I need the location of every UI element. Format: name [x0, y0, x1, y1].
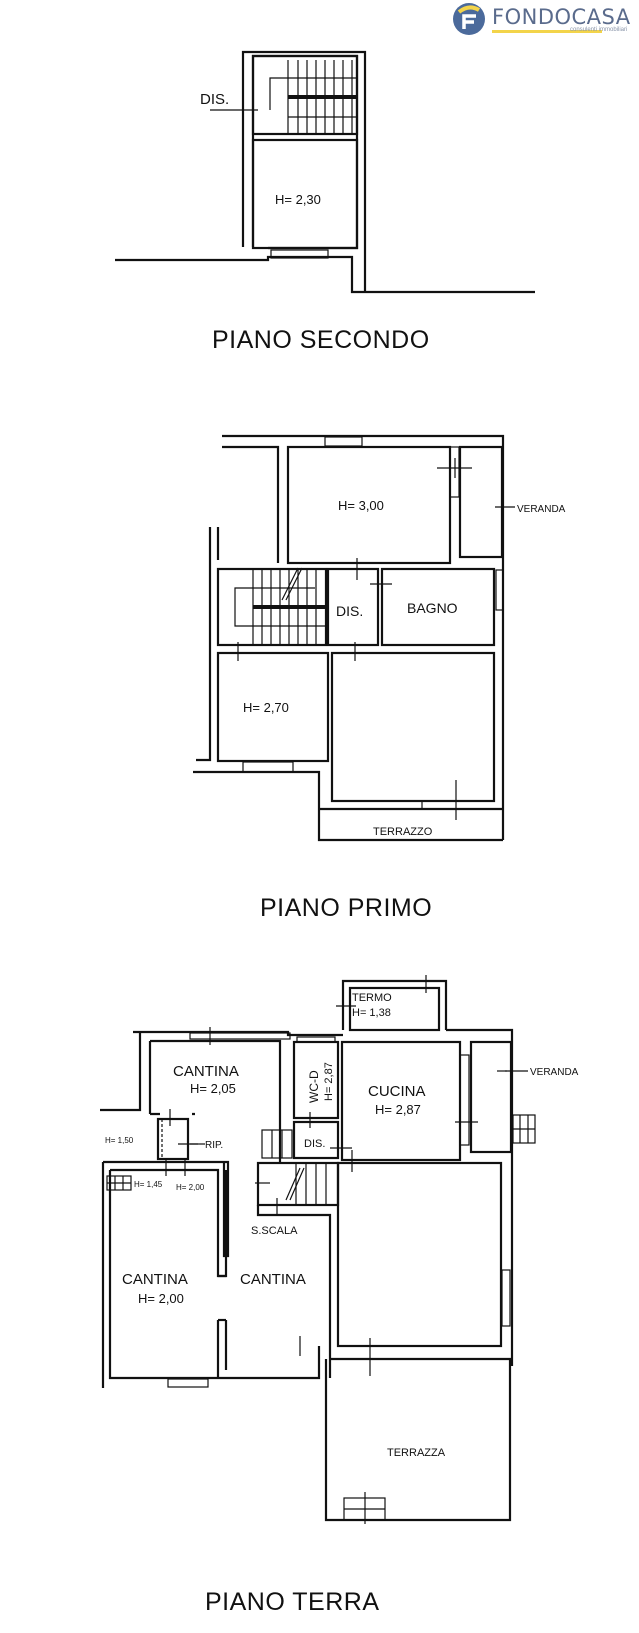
floor-piano-terra: TERMO H= 1,38 CANTINA H= 2,05 WC-D H= 2,…: [100, 975, 579, 1616]
room-label: CANTINA: [173, 1063, 239, 1080]
floor-title: PIANO SECONDO: [212, 326, 430, 354]
room-label: RIP.: [205, 1140, 223, 1151]
floor-piano-primo: H= 3,00 VERANDA DIS. BAGNO H= 2,70 TERRA…: [193, 434, 566, 922]
room-height: H= 1,38: [352, 1007, 391, 1019]
brand-name: FONDOCASA: [492, 5, 631, 29]
room-height: H= 2,05: [190, 1081, 236, 1096]
room-label: WC-D: [307, 1070, 321, 1103]
room-label: DIS.: [336, 603, 363, 619]
room-height: H= 2,87: [375, 1102, 421, 1117]
logo-mark-icon: [453, 3, 485, 35]
room-label: S.SCALA: [251, 1225, 298, 1237]
room-label: TERRAZZO: [373, 826, 433, 838]
height-annotation: H= 1,45: [134, 1180, 163, 1189]
room-height: H= 3,00: [338, 498, 384, 513]
room-label: VERANDA: [517, 504, 566, 515]
room-label: CANTINA: [122, 1271, 188, 1288]
room-height: H= 2,70: [243, 700, 289, 715]
brand-underline: [492, 30, 602, 33]
room-label: VERANDA: [530, 1067, 579, 1078]
room-height: H= 2,87: [323, 1062, 335, 1101]
room-label: TERMO: [352, 992, 392, 1004]
room-height: H= 2,00: [138, 1291, 184, 1306]
height-annotation: H= 2,00: [176, 1183, 205, 1192]
brand-logo: FONDOCASA consulenti immobiliari: [452, 2, 639, 36]
room-label: CANTINA: [240, 1271, 306, 1288]
room-label: TERRAZZA: [387, 1447, 446, 1459]
floor-piano-secondo: DIS. H= 2,30 PIANO SECONDO: [115, 50, 535, 354]
room-height: H= 2,30: [275, 192, 321, 207]
room-label: BAGNO: [407, 600, 458, 616]
brand-tagline: consulenti immobiliari: [570, 27, 628, 33]
floor-title: PIANO PRIMO: [260, 894, 432, 922]
room-label: CUCINA: [368, 1083, 426, 1100]
room-label: DIS.: [200, 91, 229, 108]
floor-title: PIANO TERRA: [205, 1588, 380, 1616]
room-label: DIS.: [304, 1138, 325, 1150]
height-annotation: H= 1,50: [105, 1136, 134, 1145]
